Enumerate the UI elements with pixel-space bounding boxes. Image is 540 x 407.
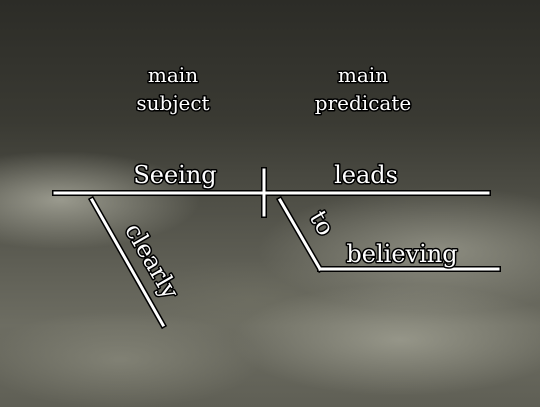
modifier-slant-line: [89, 197, 166, 328]
object-word: believing: [346, 240, 457, 268]
subject-heading-line1: main: [148, 63, 198, 87]
preposition-slant-line: [277, 197, 323, 272]
predicate-heading-line2: predicate: [315, 91, 411, 115]
subject-heading-line2: subject: [136, 91, 209, 115]
verb-word: leads: [334, 161, 398, 189]
predicate-heading-line1: main: [338, 63, 388, 87]
subject-word: Seeing: [133, 161, 216, 189]
preposition-word: to: [304, 206, 340, 241]
